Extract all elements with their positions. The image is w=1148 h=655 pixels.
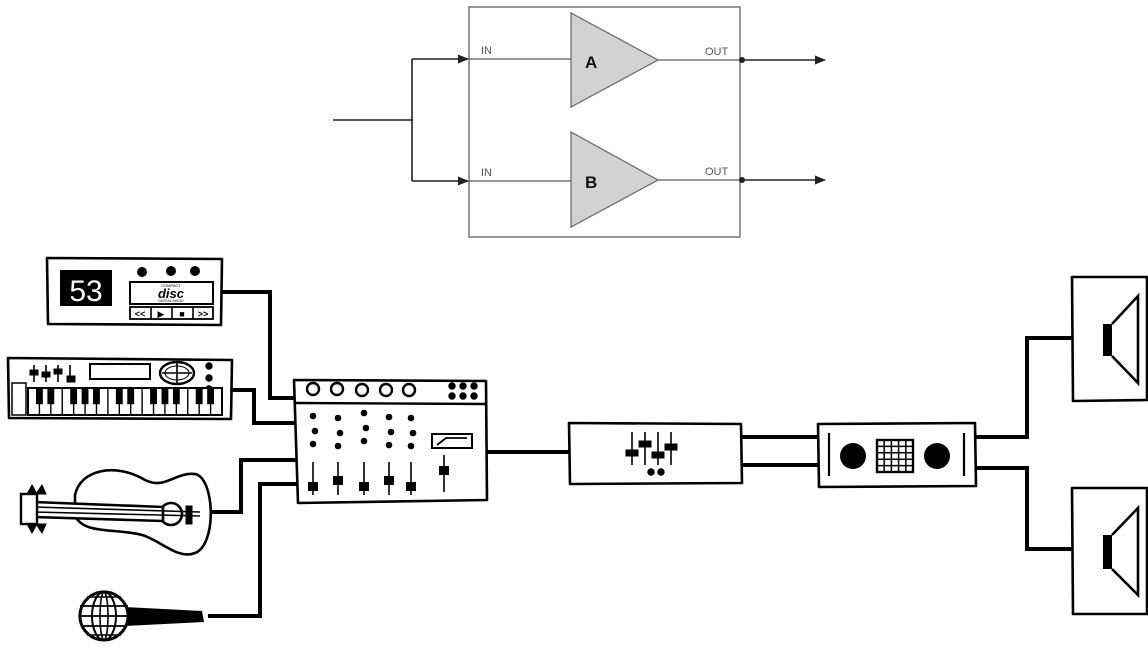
black-key bbox=[195, 388, 203, 405]
master-fader bbox=[439, 466, 449, 475]
channel-knob bbox=[407, 442, 415, 450]
black-key bbox=[47, 388, 55, 405]
amp-to-speaker-2-cable bbox=[975, 466, 1072, 551]
keyboard-knob-1 bbox=[205, 362, 213, 370]
cd-cable bbox=[222, 290, 300, 400]
keyboard-side-panel bbox=[11, 382, 27, 416]
channel-knob bbox=[334, 442, 342, 450]
channel-knob bbox=[385, 441, 393, 449]
channel-knob bbox=[360, 409, 368, 417]
channel-knob bbox=[309, 440, 317, 448]
amp-b-in-label: IN bbox=[481, 167, 492, 179]
amplifier-grid-panel bbox=[875, 438, 915, 474]
amp-to-speaker-1-cable bbox=[975, 336, 1072, 439]
black-key bbox=[150, 388, 157, 405]
keyboard-cable bbox=[232, 388, 300, 425]
cd-knob-1 bbox=[137, 267, 147, 277]
cd-logo-main: disc bbox=[158, 286, 185, 301]
black-key bbox=[161, 388, 169, 405]
channel-knob bbox=[309, 412, 317, 420]
equalizer-sliders bbox=[625, 432, 678, 476]
cd-knob-2 bbox=[166, 266, 176, 276]
amp-a-out-label: OUT bbox=[705, 46, 729, 58]
amp-a-label: A bbox=[585, 53, 597, 72]
cd-track-display bbox=[60, 270, 112, 306]
cd-rewind-button: << bbox=[135, 309, 146, 319]
channel-fader bbox=[406, 482, 416, 491]
amp-a-in-label: IN bbox=[481, 45, 492, 57]
channel-fader bbox=[384, 476, 394, 485]
microphone bbox=[78, 590, 204, 642]
black-key bbox=[115, 388, 123, 405]
cd-stop-button: ■ bbox=[179, 309, 184, 319]
mixer-top-knobs bbox=[305, 381, 478, 400]
mixer-faders bbox=[308, 455, 449, 495]
amplifier-right-meter bbox=[924, 443, 950, 469]
amplifier-b-triangle bbox=[570, 130, 660, 229]
black-key bbox=[172, 388, 180, 405]
amplifier-left-meter bbox=[840, 443, 866, 469]
equalizer bbox=[567, 421, 744, 486]
keyboard-keybed bbox=[27, 387, 223, 416]
power-amplifier bbox=[816, 421, 978, 489]
guitar-tuner-2 bbox=[35, 483, 47, 495]
cd-play-button: ▶ bbox=[158, 309, 165, 319]
mixer bbox=[292, 378, 489, 505]
signal-cables bbox=[208, 290, 1072, 618]
keyboard-knob-2 bbox=[205, 374, 213, 382]
channel-knob bbox=[311, 427, 319, 435]
guitar-tuner-1 bbox=[26, 483, 38, 495]
cd-player: 53 COMPACT disc DIGITAL AUDIO << ▶ ■ >> bbox=[45, 256, 224, 327]
microphone-handle bbox=[124, 607, 204, 626]
keyboard-sliders bbox=[29, 365, 76, 383]
cd-logo-small: COMPACT bbox=[161, 283, 181, 288]
speaker-top bbox=[1070, 275, 1148, 403]
mixer-meter bbox=[431, 433, 473, 449]
black-key bbox=[127, 388, 135, 405]
channel-knob bbox=[362, 424, 370, 432]
black-key bbox=[81, 388, 89, 405]
mixer-channel-knobs bbox=[309, 409, 417, 450]
acoustic-guitar bbox=[19, 469, 212, 556]
guitar-tuner-3 bbox=[26, 523, 38, 535]
channel-fader bbox=[308, 482, 318, 491]
channel-knob bbox=[407, 414, 415, 422]
cd-knob-3 bbox=[190, 266, 200, 276]
black-key bbox=[35, 388, 43, 405]
guitar-headstock bbox=[19, 492, 39, 526]
amp-b-out-label: OUT bbox=[705, 166, 729, 178]
cd-forward-button: >> bbox=[198, 309, 209, 319]
splitter-diagram: IN A OUT IN B OUT bbox=[333, 6, 827, 238]
channel-fader bbox=[359, 482, 369, 491]
channel-knob bbox=[334, 414, 342, 422]
amp-b-label: B bbox=[585, 173, 597, 192]
black-key bbox=[70, 388, 78, 405]
keyboard-display bbox=[89, 363, 151, 380]
channel-knob bbox=[360, 437, 368, 445]
guitar-cable bbox=[211, 458, 300, 514]
guitar-tuner-4 bbox=[35, 523, 47, 535]
speaker-bottom-driver bbox=[1103, 535, 1112, 569]
channel-fader bbox=[333, 476, 343, 485]
mic-cable bbox=[208, 482, 300, 618]
amplifier-a-triangle bbox=[570, 11, 660, 109]
guitar-bridge bbox=[185, 505, 193, 525]
black-key bbox=[93, 388, 100, 405]
cd-disc-window bbox=[129, 281, 214, 305]
keyboard-synth bbox=[6, 356, 234, 421]
keyboard-keys bbox=[27, 387, 223, 416]
cd-logo-sub: DIGITAL AUDIO bbox=[158, 299, 183, 303]
channel-knob bbox=[387, 428, 395, 436]
channel-knob bbox=[336, 429, 344, 437]
black-key bbox=[207, 388, 215, 405]
channel-knob bbox=[385, 413, 393, 421]
cd-track-number: 53 bbox=[69, 275, 102, 308]
speaker-bottom bbox=[1070, 486, 1148, 616]
speaker-top-driver bbox=[1103, 324, 1112, 356]
channel-knob bbox=[409, 429, 417, 437]
